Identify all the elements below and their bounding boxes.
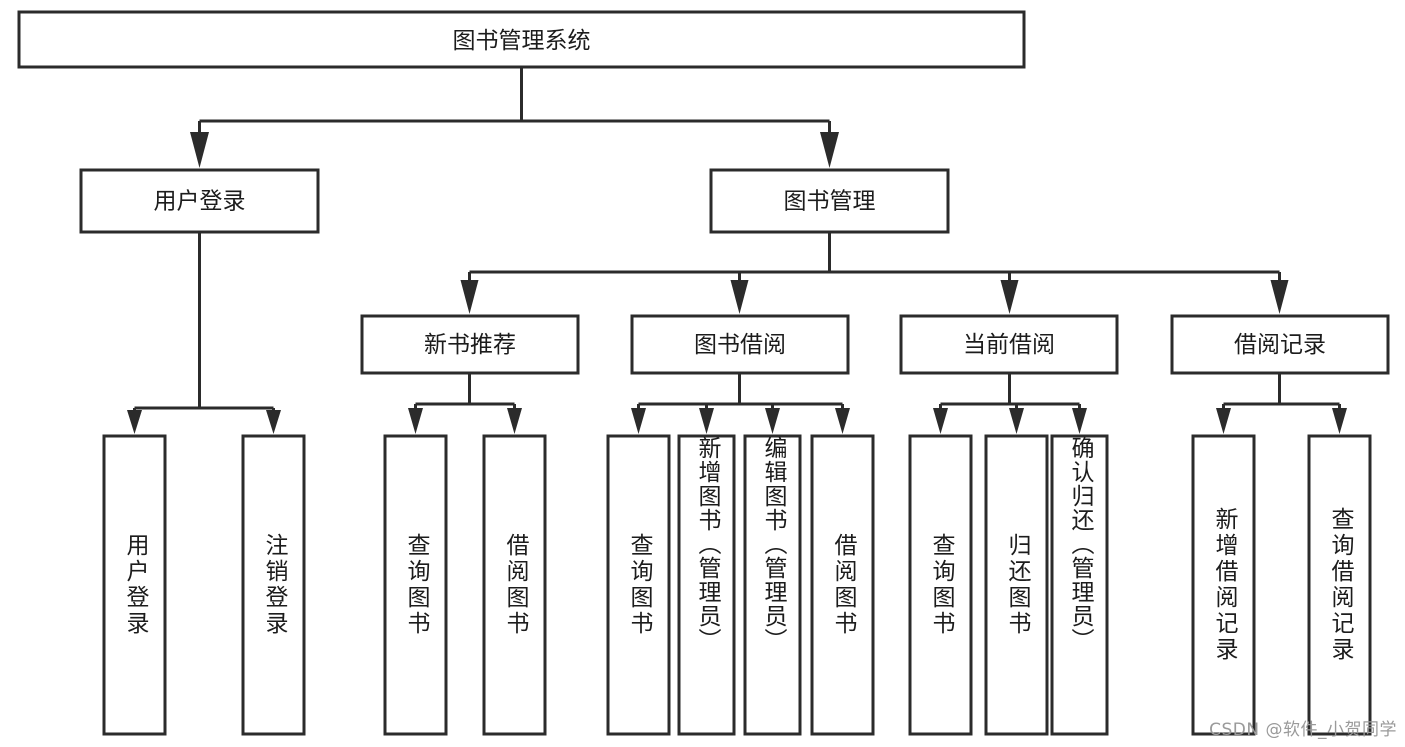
connector-group-new-book-rec-to-leaves xyxy=(408,373,522,434)
leaf-query-book-3-box[interactable] xyxy=(908,434,973,736)
leaf-confirm-return-label: 确认归还（管理员） xyxy=(1067,436,1093,652)
node-current-borrow-box[interactable] xyxy=(899,314,1119,375)
leaf-query-book-2-label-wrap: 查询图书 xyxy=(608,436,669,734)
arrow-head-leaf-borrow-book-1 xyxy=(507,408,522,434)
node-root[interactable]: 图书管理系统 xyxy=(17,10,1026,69)
leaf-borrow-book-2-label: 借阅图书 xyxy=(830,533,856,637)
leaf-node-group xyxy=(102,434,1372,736)
leaf-add-book-label-wrap: 新增图书（管理员） xyxy=(679,436,734,734)
leaf-return-book-label: 归还图书 xyxy=(1004,533,1030,637)
leaf-query-book-3-label-wrap: 查询图书 xyxy=(910,436,971,734)
connector-group-user-login-to-leaves xyxy=(127,232,281,434)
leaf-add-book-label: 新增图书（管理员） xyxy=(694,436,720,652)
node-book-manage-box[interactable] xyxy=(709,168,950,234)
node-user-login-label: 用户登录 xyxy=(154,189,246,215)
leaf-edit-book-label-wrap: 编辑图书（管理员） xyxy=(745,436,800,734)
arrow-head-current-borrow xyxy=(1000,280,1019,314)
connector-group-root-to-level2 xyxy=(190,67,839,168)
arrow-head-leaf-add-book xyxy=(699,408,714,434)
node-root-box[interactable] xyxy=(17,10,1026,69)
leaf-return-book-label-wrap: 归还图书 xyxy=(986,436,1047,734)
node-new-book-rec-box[interactable] xyxy=(360,314,580,375)
arrow-head-new-book-rec xyxy=(460,280,479,314)
arrow-head-leaf-edit-book xyxy=(765,408,780,434)
leaf-user-login-label-wrap: 用户登录 xyxy=(104,436,165,734)
arrow-head-leaf-user-logout xyxy=(266,410,281,434)
node-user-login-box[interactable] xyxy=(79,168,320,234)
leaf-user-logout-label: 注销登录 xyxy=(261,533,287,637)
connector-group-book-manage-to-level3 xyxy=(460,232,1289,314)
leaf-add-record-label: 新增借阅记录 xyxy=(1211,507,1237,663)
leaf-borrow-book-1-label-wrap: 借阅图书 xyxy=(484,436,545,734)
leaf-user-login-label: 用户登录 xyxy=(122,533,148,637)
leaf-edit-book-box[interactable] xyxy=(743,434,802,736)
leaf-query-record-label: 查询借阅记录 xyxy=(1327,507,1353,663)
leaf-confirm-return-box[interactable] xyxy=(1050,434,1109,736)
connector-group-current-borrow-to-leaves xyxy=(933,373,1087,434)
leaf-query-book-1-box[interactable] xyxy=(383,434,448,736)
node-new-book-rec[interactable]: 新书推荐 xyxy=(360,314,580,375)
leaf-query-book-1-label: 查询图书 xyxy=(403,533,429,637)
connector-group-borrow-record-to-leaves xyxy=(1216,373,1347,434)
leaf-borrow-book-1-box[interactable] xyxy=(482,434,547,736)
node-book-manage[interactable]: 图书管理 xyxy=(709,168,950,234)
leaf-return-book-box[interactable] xyxy=(984,434,1049,736)
leaf-query-book-2-label: 查询图书 xyxy=(626,533,652,637)
node-book-borrow[interactable]: 图书借阅 xyxy=(630,314,850,375)
node-new-book-rec-label: 新书推荐 xyxy=(424,332,516,358)
leaf-user-login-box[interactable] xyxy=(102,434,167,736)
node-current-borrow[interactable]: 当前借阅 xyxy=(899,314,1119,375)
arrow-head-user-login xyxy=(190,132,209,168)
arrow-head-borrow-record xyxy=(1270,280,1289,314)
leaf-user-logout-label-wrap: 注销登录 xyxy=(243,436,304,734)
leaf-edit-book-label: 编辑图书（管理员） xyxy=(760,436,786,652)
csdn-watermark: CSDN @软件_小贺同学 xyxy=(1209,720,1397,740)
leaf-add-book-box[interactable] xyxy=(677,434,736,736)
leaf-add-record-label-wrap: 新增借阅记录 xyxy=(1193,436,1254,734)
leaf-borrow-book-2-box[interactable] xyxy=(810,434,875,736)
leaf-borrow-book-2-label-wrap: 借阅图书 xyxy=(812,436,873,734)
arrow-head-leaf-query-book-2 xyxy=(631,408,646,434)
arrow-head-leaf-user-login xyxy=(127,410,142,434)
leaf-add-record-box[interactable] xyxy=(1191,434,1256,736)
node-borrow-record-label: 借阅记录 xyxy=(1234,332,1326,358)
leaf-confirm-return-label-wrap: 确认归还（管理员） xyxy=(1052,436,1107,734)
leaf-query-book-1-label-wrap: 查询图书 xyxy=(385,436,446,734)
node-book-borrow-box[interactable] xyxy=(630,314,850,375)
node-root-label: 图书管理系统 xyxy=(453,28,591,54)
arrow-head-leaf-query-record xyxy=(1332,408,1347,434)
node-book-manage-label: 图书管理 xyxy=(784,189,876,215)
node-current-borrow-label: 当前借阅 xyxy=(963,332,1055,358)
node-borrow-record-box[interactable] xyxy=(1170,314,1390,375)
connector-group-book-borrow-to-leaves xyxy=(631,373,850,434)
leaf-user-logout-box[interactable] xyxy=(241,434,306,736)
node-user-login[interactable]: 用户登录 xyxy=(79,168,320,234)
node-borrow-record[interactable]: 借阅记录 xyxy=(1170,314,1390,375)
arrow-head-leaf-borrow-book-2 xyxy=(835,408,850,434)
arrow-head-book-manage xyxy=(820,132,839,168)
leaf-query-record-label-wrap: 查询借阅记录 xyxy=(1309,436,1370,734)
leaf-query-book-2-box[interactable] xyxy=(606,434,671,736)
arrow-head-leaf-query-book-3 xyxy=(933,408,948,434)
arrow-head-leaf-add-record xyxy=(1216,408,1231,434)
arrow-head-leaf-confirm-return xyxy=(1072,408,1087,434)
node-book-borrow-label: 图书借阅 xyxy=(694,332,786,358)
leaf-query-book-3-label: 查询图书 xyxy=(928,533,954,637)
arrow-head-leaf-query-book-1 xyxy=(408,408,423,434)
leaf-query-record-box[interactable] xyxy=(1307,434,1372,736)
leaf-borrow-book-1-label: 借阅图书 xyxy=(502,533,528,637)
arrow-head-book-borrow xyxy=(730,280,749,314)
arrow-head-leaf-return-book xyxy=(1009,408,1024,434)
